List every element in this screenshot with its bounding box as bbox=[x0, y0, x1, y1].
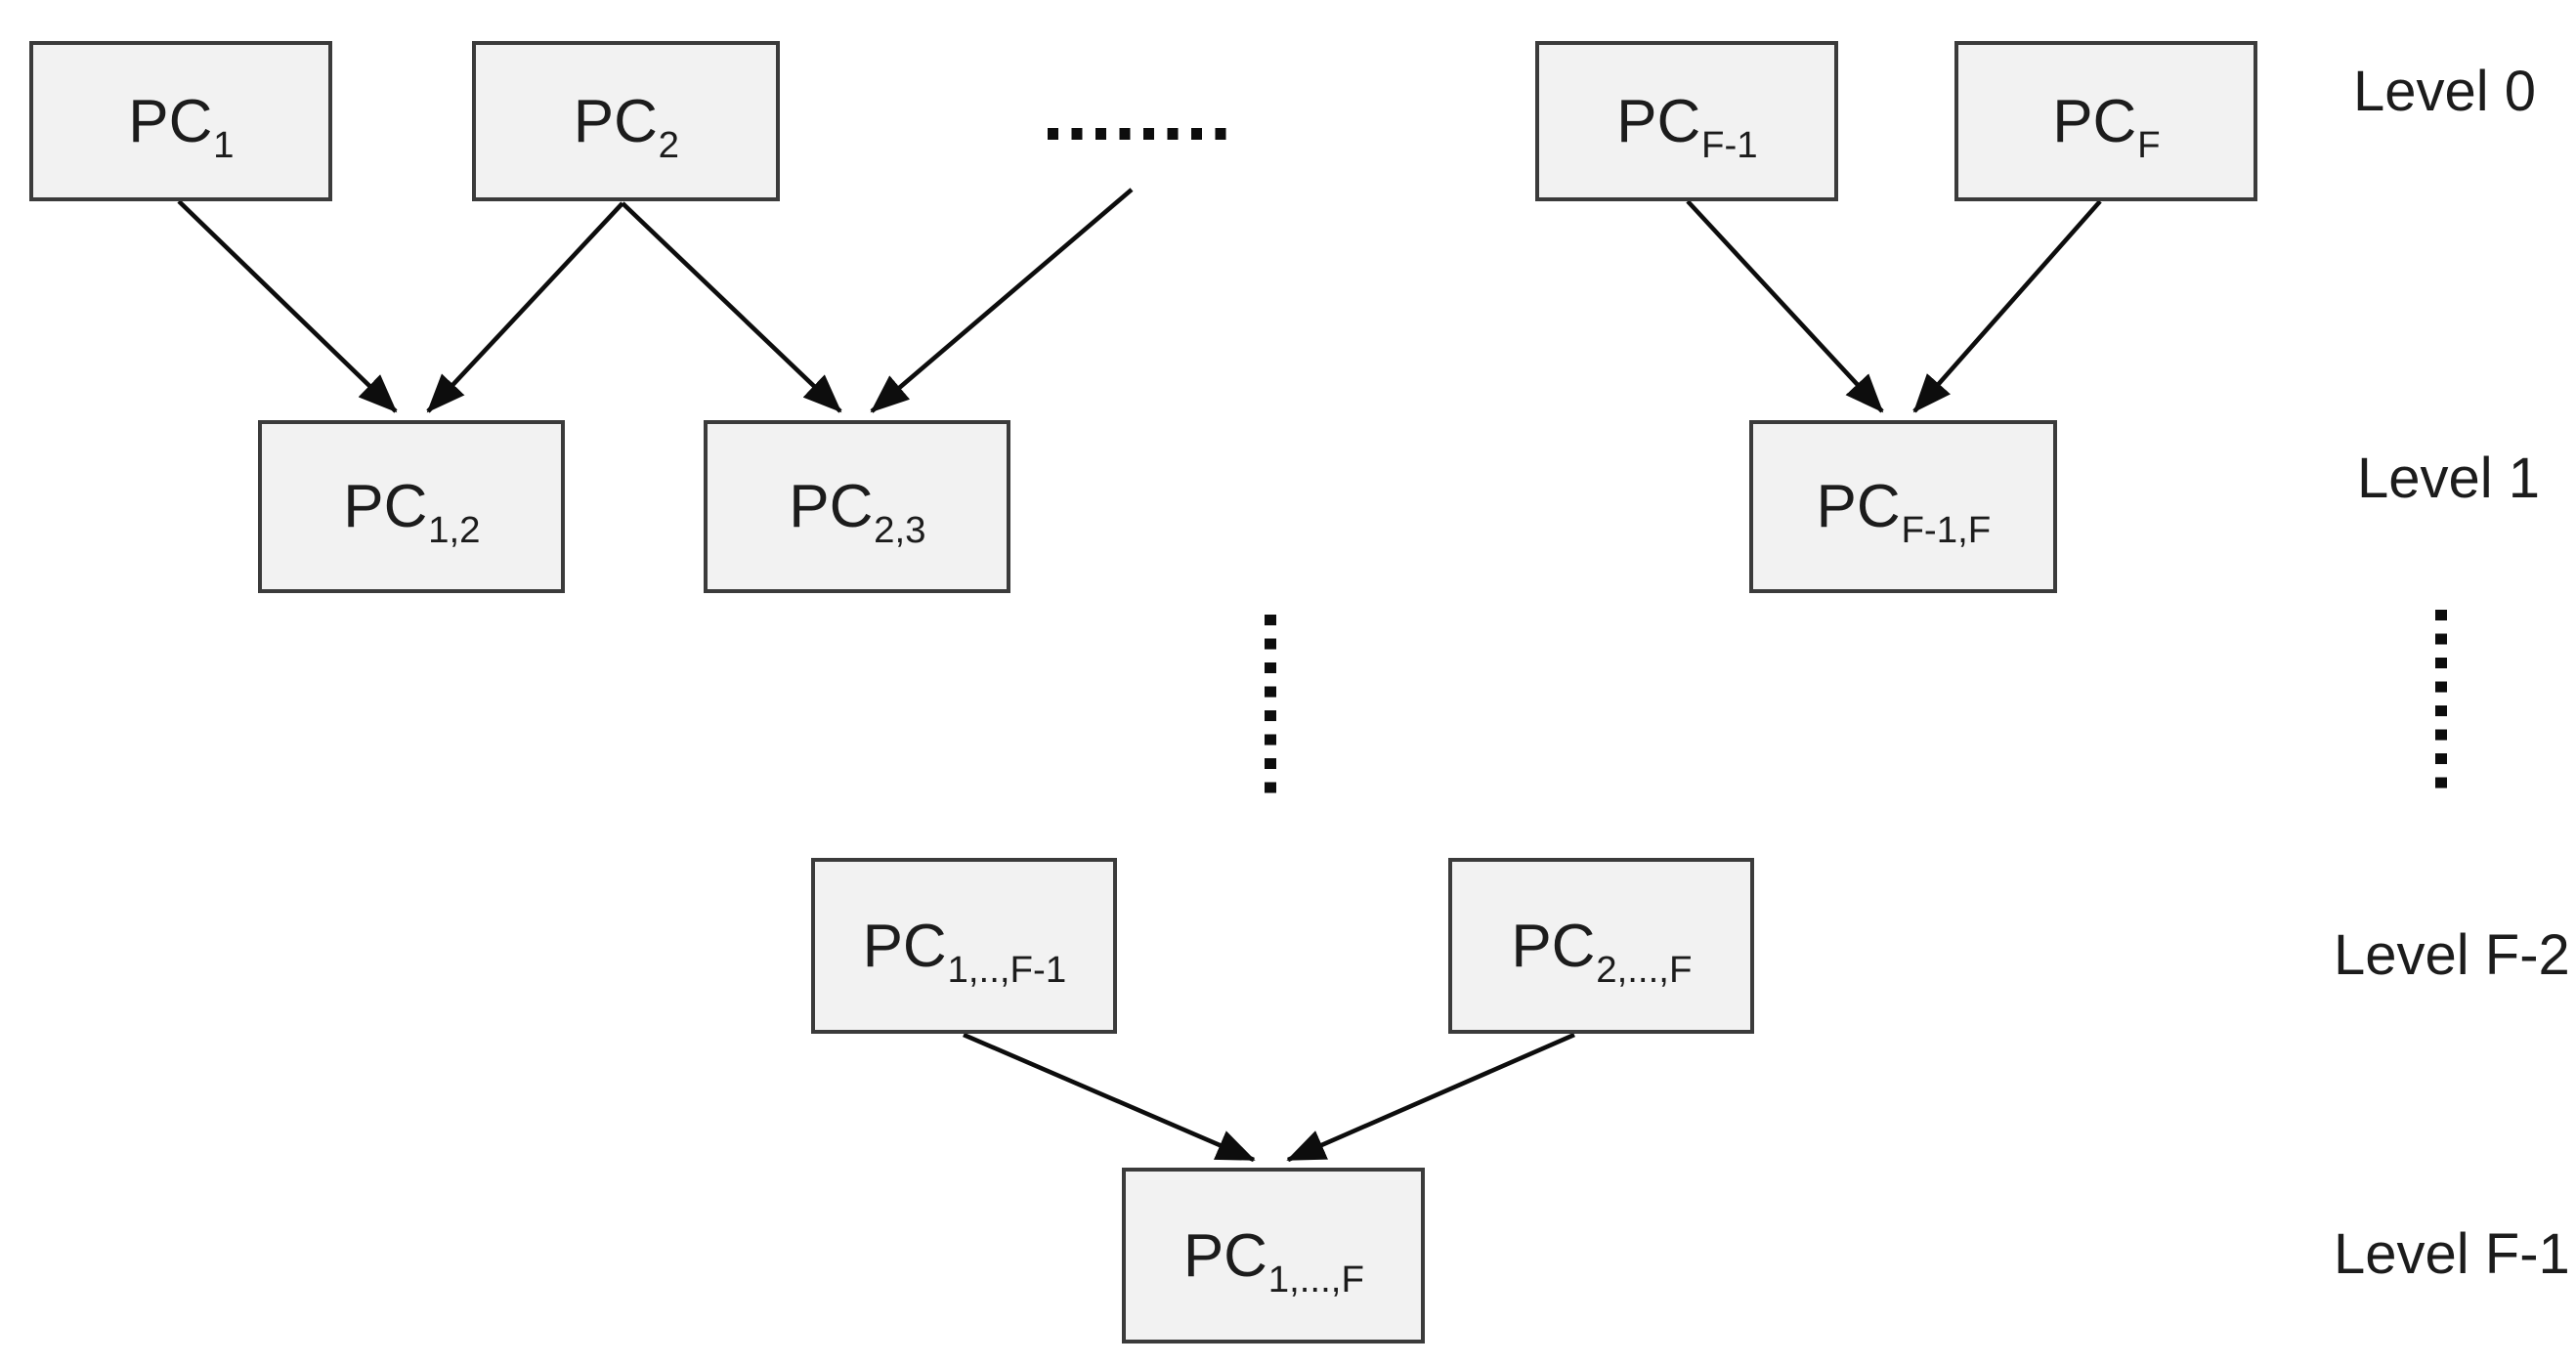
node-pc-2-to-f: PC2,...,F bbox=[1448, 858, 1754, 1034]
node-pc-1-label: PC1 bbox=[128, 87, 235, 166]
node-pc-2: PC2 bbox=[472, 41, 780, 201]
node-pc-1: PC1 bbox=[29, 41, 332, 201]
node-pc-1-2-label: PC1,2 bbox=[343, 473, 481, 552]
node-pc-1-to-f: PC1,...,F bbox=[1122, 1168, 1425, 1344]
node-pc-1-to-f-label: PC1,...,F bbox=[1182, 1221, 1364, 1301]
level-label-f-2: Level F-2 bbox=[2334, 923, 2570, 987]
arrow-pc2-to-pc12 bbox=[426, 201, 624, 413]
level-label-f-1: Level F-1 bbox=[2334, 1222, 2570, 1286]
arrow-pcf-to-pcf1f bbox=[1912, 199, 2102, 413]
node-pc-f-1: PCF-1 bbox=[1535, 41, 1838, 201]
node-pc-f-1-f-label: PCF-1,F bbox=[1816, 473, 1992, 552]
node-pc-1-to-f-1: PC1,..,F-1 bbox=[811, 858, 1117, 1034]
level-label-0: Level 0 bbox=[2353, 60, 2537, 123]
arrow-pc1-to-pc12 bbox=[177, 199, 398, 413]
arrow-pcf1-to-pcf1f bbox=[1686, 199, 1884, 413]
node-pc-2-3-label: PC2,3 bbox=[789, 473, 926, 552]
node-pc-f: PCF bbox=[1954, 41, 2257, 201]
level-label-1: Level 1 bbox=[2357, 447, 2541, 510]
node-pc-f-1-f: PCF-1,F bbox=[1749, 420, 2057, 593]
node-pc-f-label: PCF bbox=[2052, 87, 2161, 166]
node-pc-1-2: PC1,2 bbox=[258, 420, 565, 593]
node-pc-1-to-f-1-label: PC1,..,F-1 bbox=[862, 912, 1067, 991]
node-pc-2-label: PC2 bbox=[573, 87, 680, 166]
arrow-ellipsis-to-pc23 bbox=[870, 188, 1134, 413]
node-pc-2-3: PC2,3 bbox=[704, 420, 1010, 593]
arrow-pc2f-to-pc1f bbox=[1286, 1032, 1575, 1163]
arrow-pc1f1-to-pc1f bbox=[963, 1032, 1256, 1163]
node-pc-f-1-label: PCF-1 bbox=[1616, 87, 1758, 166]
node-pc-2-to-f-label: PC2,...,F bbox=[1511, 912, 1693, 991]
arrow-pc2-to-pc23 bbox=[621, 201, 842, 413]
